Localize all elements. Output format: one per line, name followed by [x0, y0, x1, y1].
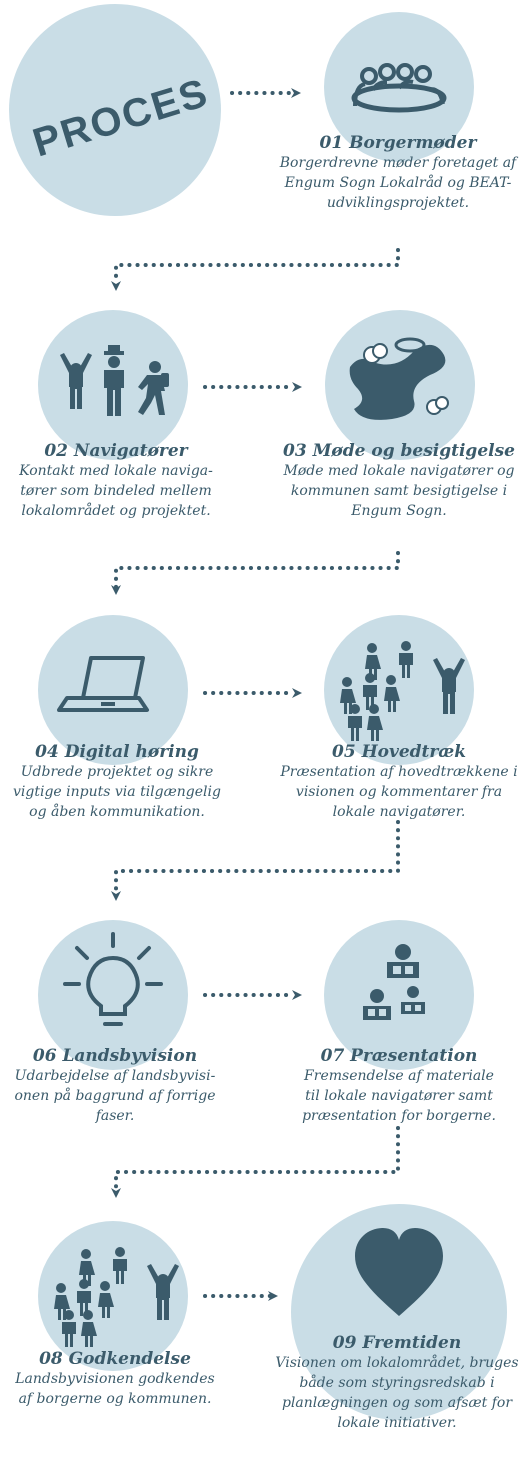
heart-icon	[355, 1228, 443, 1316]
step-07-title: 07 Præsentation	[320, 1046, 478, 1066]
step-06-circle	[38, 920, 188, 1070]
step-07: 07 Præsentation Fremsendelse af material…	[296, 1046, 502, 1126]
step-08-desc: Landsbyvisionen godkendes af borgerne og…	[15, 1371, 215, 1407]
step-01-title: 01 Borgermøder	[319, 133, 477, 153]
laptop-icon	[57, 656, 149, 712]
step-02-desc: Kontakt med lokale naviga-tører som bind…	[19, 463, 213, 519]
step-06: 06 Landsbyvision Udarbejdelse af landsby…	[8, 1046, 222, 1126]
step-02-title: 02 Navigatører	[44, 441, 188, 461]
step-08: 08 Godkendelse Landsbyvisionen godkendes…	[8, 1349, 222, 1409]
step-06-title: 06 Landsbyvision	[32, 1046, 198, 1066]
step-07-circle	[324, 920, 474, 1070]
step-08-title: 08 Godkendelse	[39, 1349, 191, 1369]
step-02: 02 Navigatører Kontakt med lokale naviga…	[4, 441, 228, 521]
step-04: 04 Digital høring Udbrede projektet og s…	[8, 742, 226, 822]
lightbulb-icon	[63, 932, 163, 1026]
audience-icon	[54, 1247, 179, 1347]
step-03-title: 03 Møde og besigtigelse	[283, 441, 515, 461]
step-04-desc: Udbrede projektet og sikre vigtige input…	[13, 764, 221, 820]
step-07-desc: Fremsendelse af materiale til lokale nav…	[302, 1068, 496, 1124]
connector-07-08	[111, 1126, 400, 1198]
step-06-desc: Udarbejdelse af landsbyvisi-onen på bagg…	[14, 1068, 216, 1124]
connector-05-06	[111, 820, 400, 901]
step-01-desc: Borgerdrevne møder foretaget af Engum So…	[279, 155, 517, 211]
step-05-title: 05 Hovedtræk	[332, 742, 466, 762]
connector-03-04	[111, 551, 400, 595]
step-09: 09 Fremtiden Visionen om lokalområdet, b…	[272, 1333, 522, 1433]
step-03: 03 Møde og besigtigelse Møde med lokale …	[279, 441, 519, 521]
step-01: 01 Borgermøder Borgerdrevne møder foreta…	[279, 133, 517, 213]
step-03-desc: Møde med lokale navigatører og kommunen …	[283, 463, 515, 519]
connector-01-02	[111, 248, 400, 291]
navigators-icon	[60, 345, 169, 416]
proces-circle	[9, 4, 221, 216]
step-05: 05 Hovedtræk Præsentation af hovedtrække…	[279, 742, 519, 822]
step-09-desc: Visionen om lokalområdet, bruges både so…	[275, 1355, 519, 1431]
people-round-table-icon	[351, 63, 447, 113]
step-05-desc: Præsentation af hovedtrækkene i visionen…	[280, 764, 518, 820]
audience-icon	[340, 641, 465, 741]
step-04-title: 04 Digital høring	[35, 742, 199, 762]
step-04-circle	[38, 615, 188, 765]
step-09-title: 09 Fremtiden	[332, 1333, 462, 1353]
readers-icon	[363, 944, 425, 1020]
map-landscape-icon	[349, 337, 449, 420]
